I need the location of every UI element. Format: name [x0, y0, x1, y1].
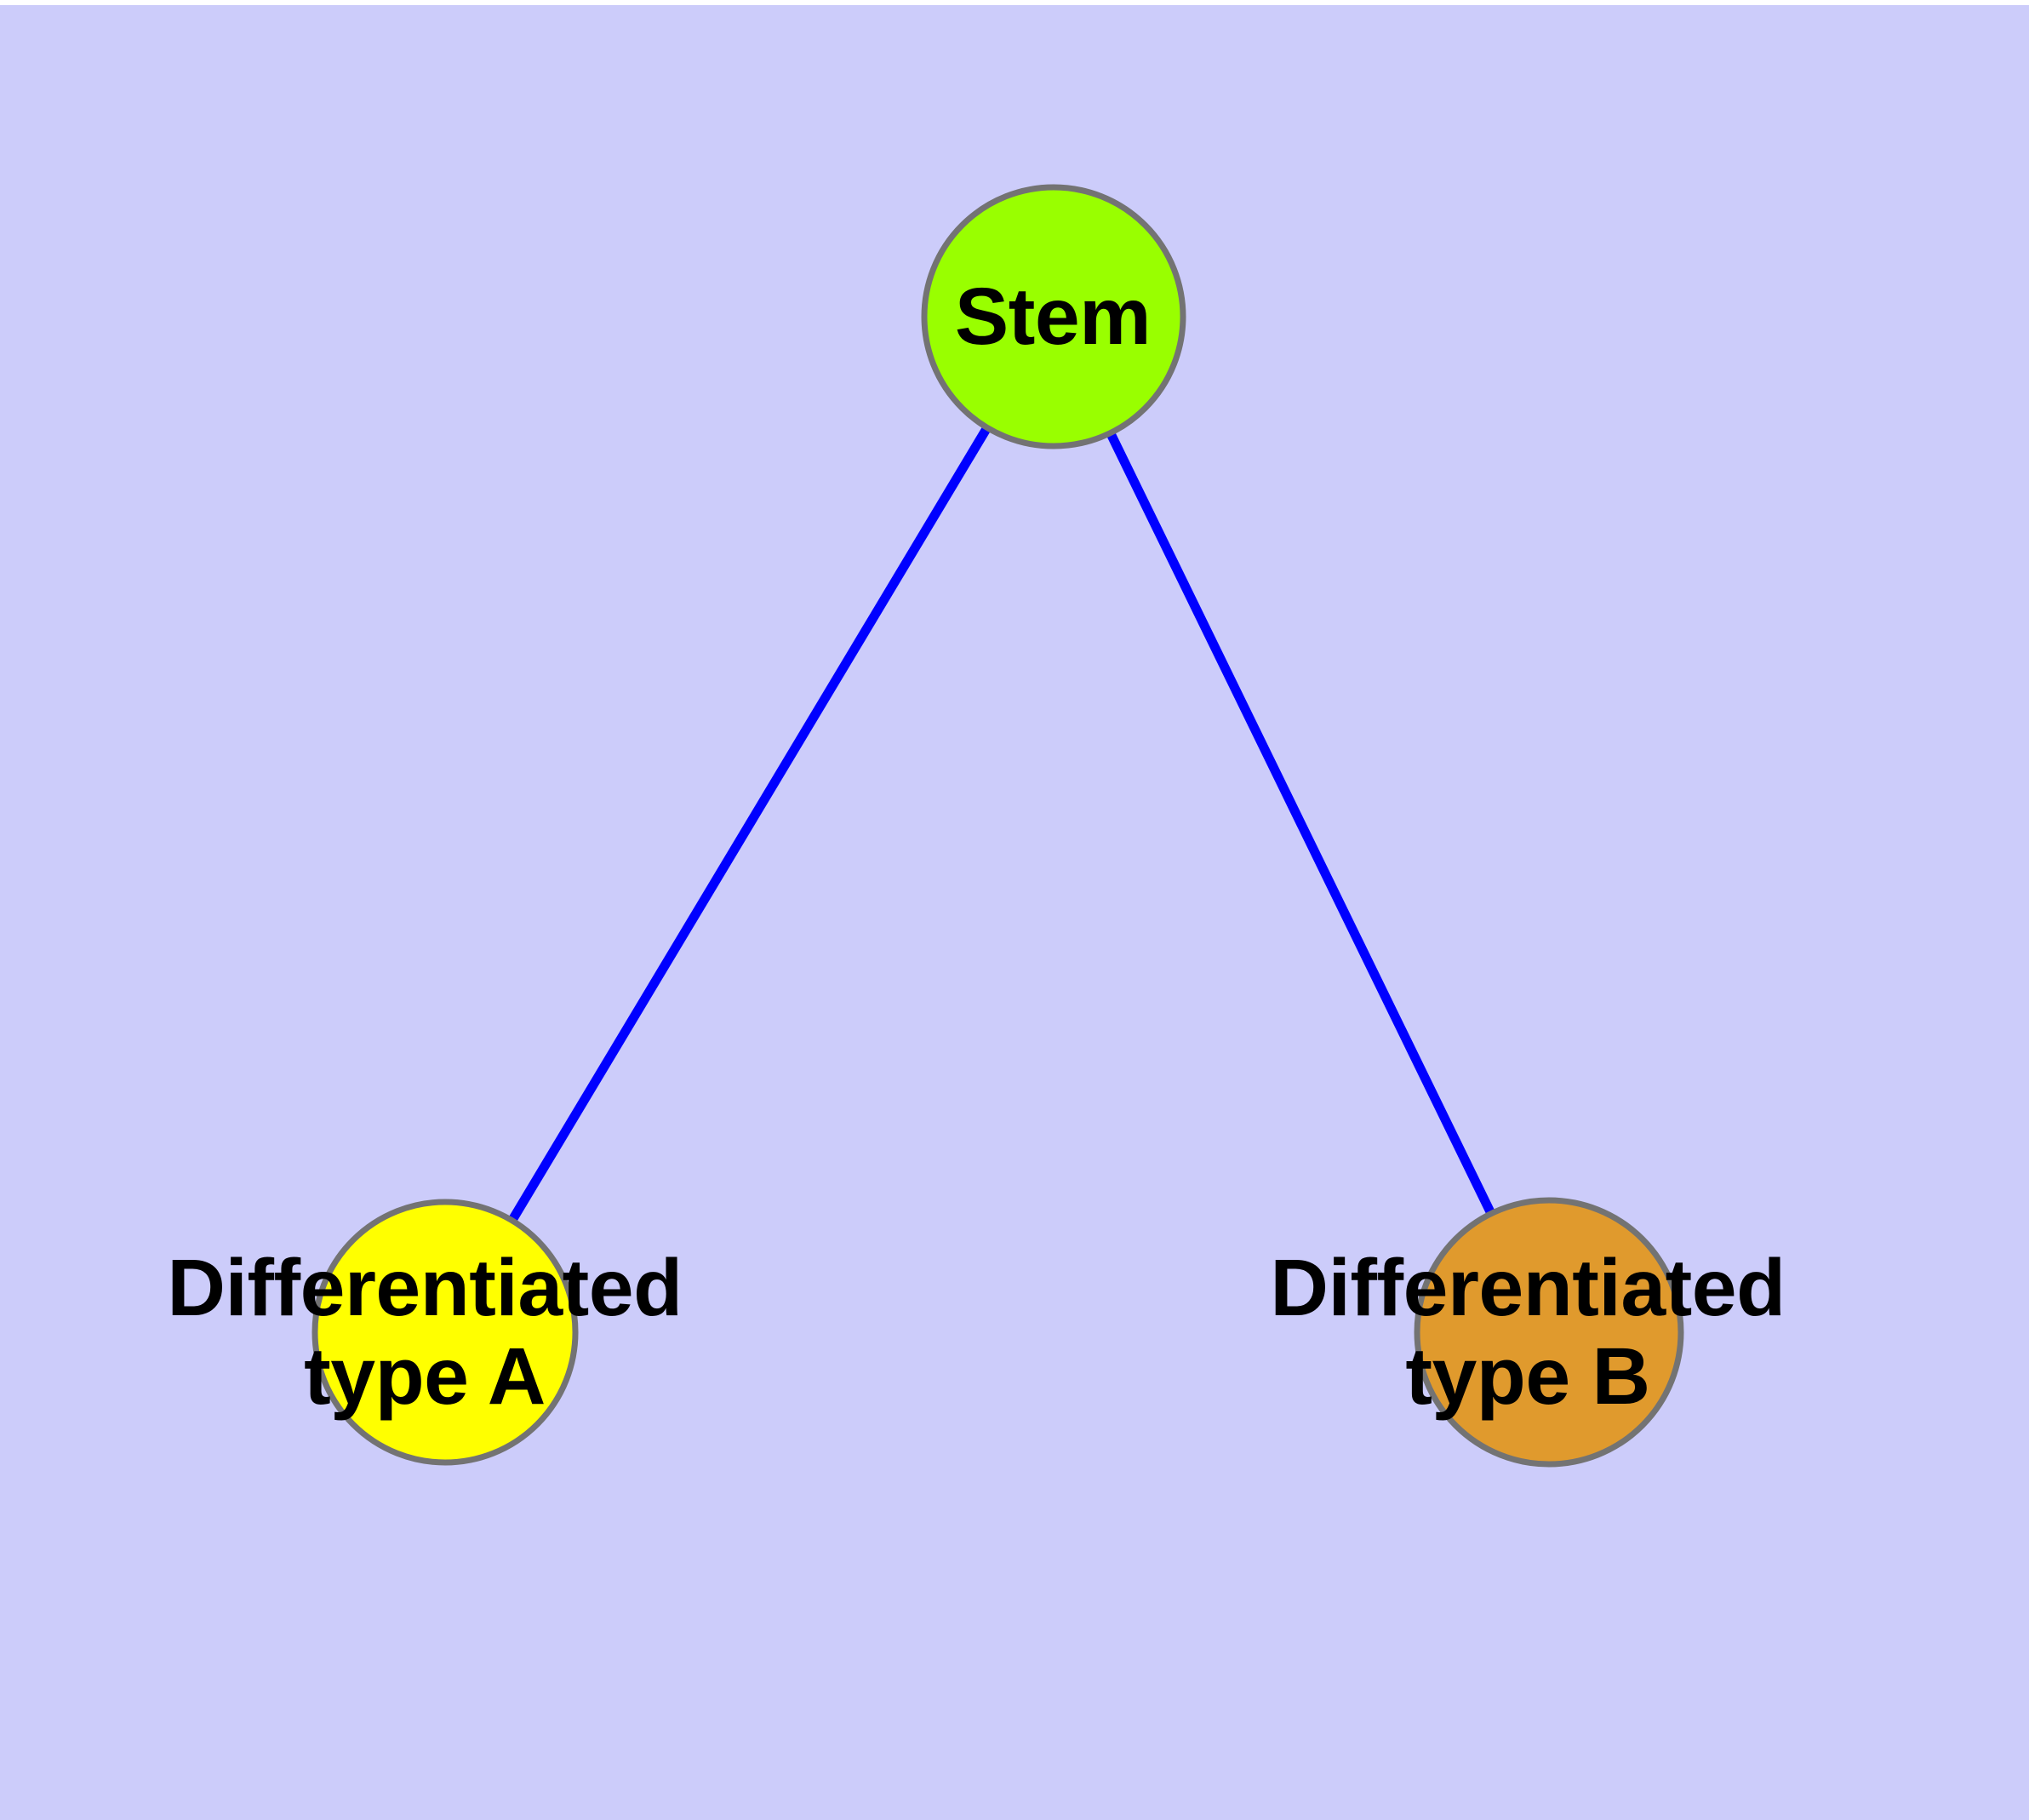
graph-edge[interactable]: [508, 426, 991, 1222]
graph-node-diff-b[interactable]: [1414, 1197, 1684, 1468]
graph-edge[interactable]: [1106, 432, 1495, 1215]
graph-node-stem[interactable]: [921, 184, 1186, 449]
graph-node-diff-a[interactable]: [311, 1199, 579, 1466]
node-layer: [311, 184, 1684, 1468]
edge-layer: [508, 426, 1495, 1222]
